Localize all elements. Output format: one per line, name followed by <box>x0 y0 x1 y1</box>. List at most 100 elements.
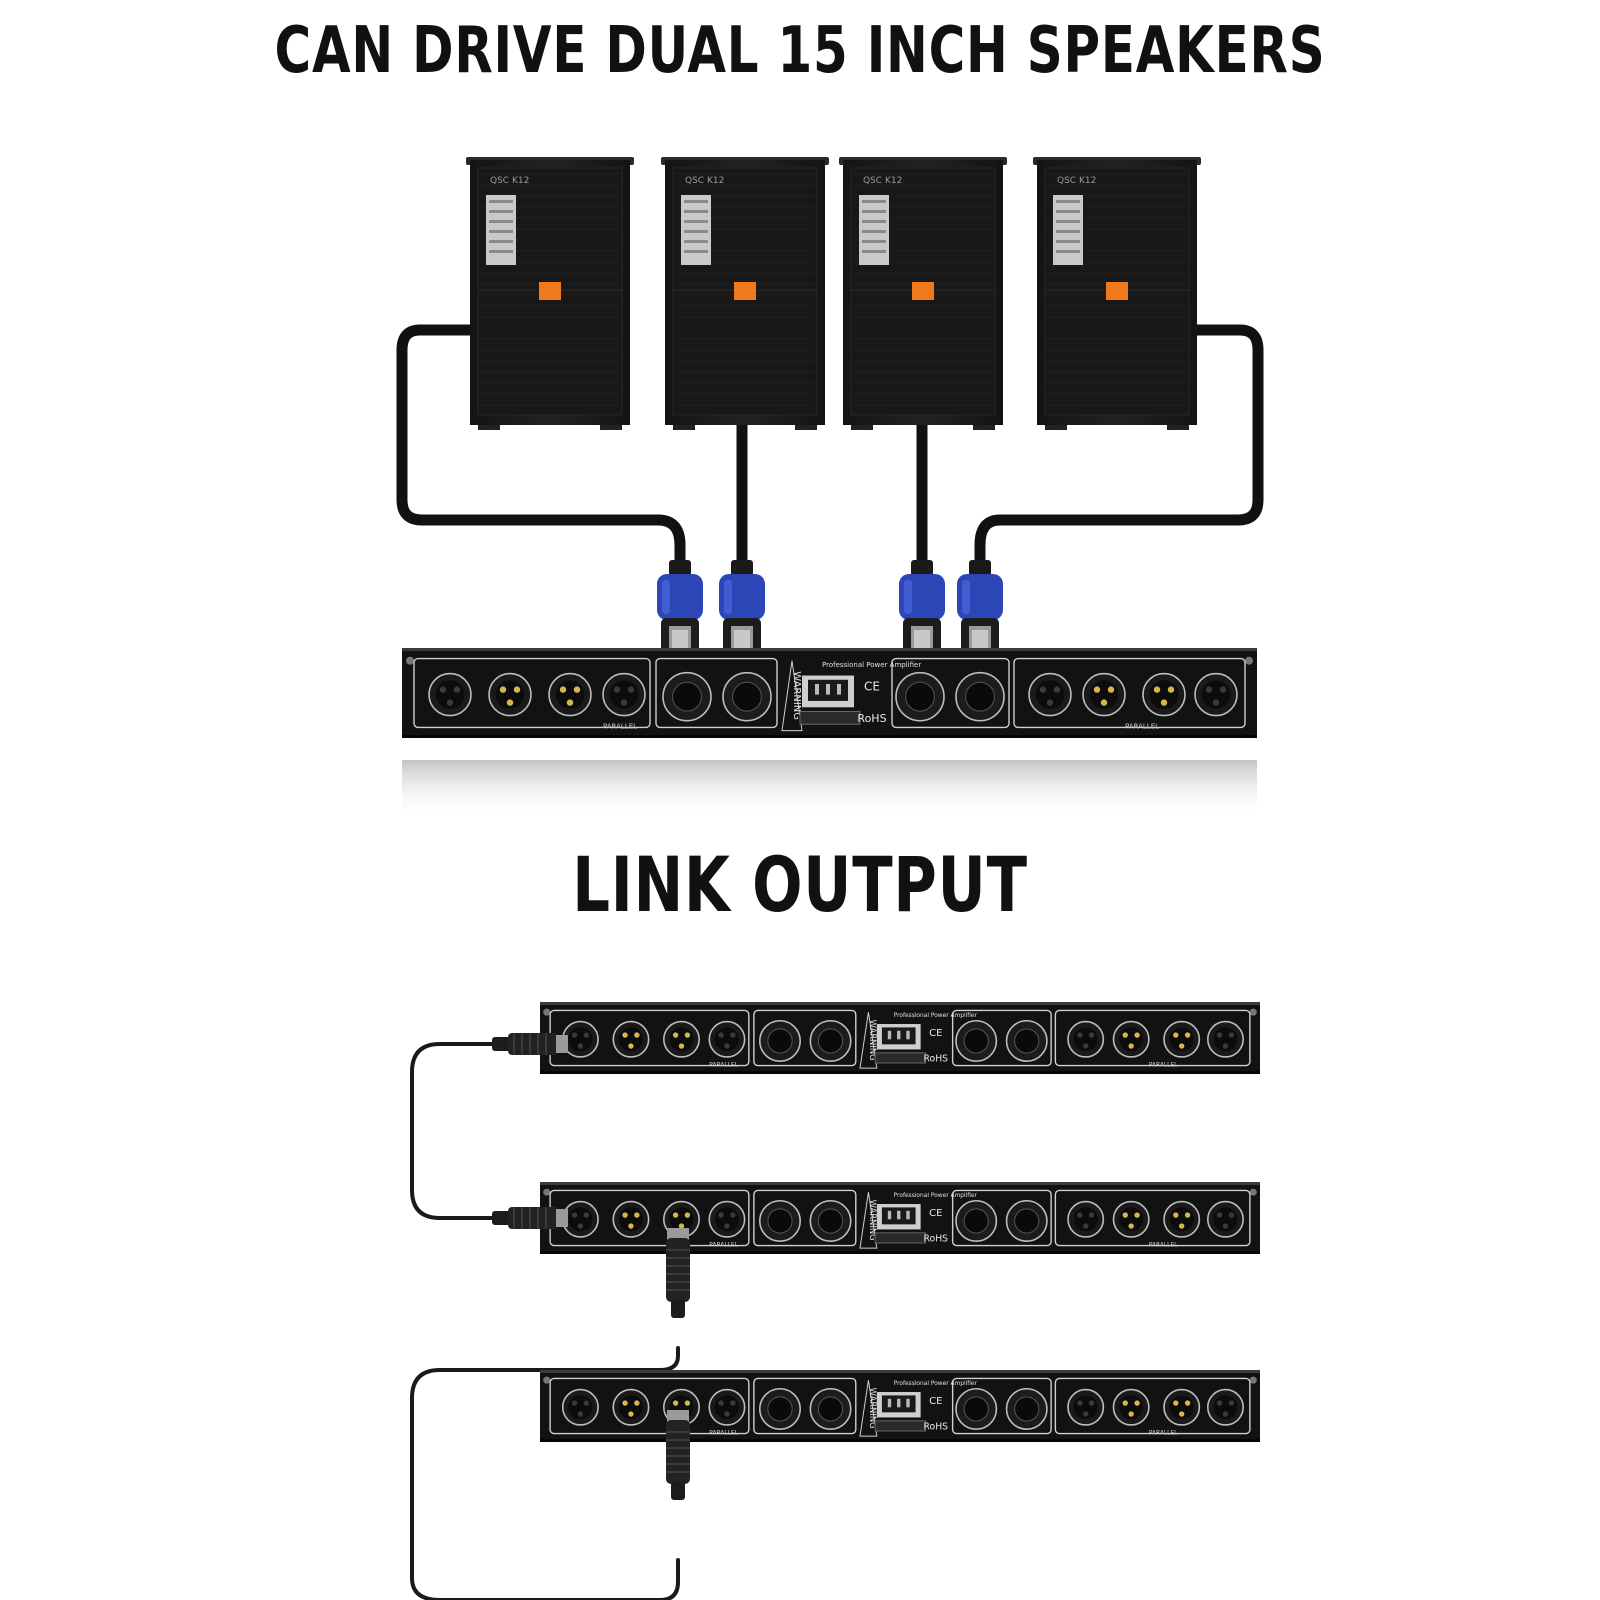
speaker-badge: QSC K12 <box>1057 176 1096 186</box>
amp-bottom-edge <box>540 1251 1260 1254</box>
speakon-panel-right <box>951 1009 1052 1067</box>
xlr-pin <box>1082 1411 1089 1417</box>
xlr-pin <box>1128 1411 1134 1417</box>
xlr-pin <box>1173 1032 1179 1038</box>
warning-label: WARNING <box>791 671 802 720</box>
xlr-pin <box>571 1212 578 1218</box>
xlr-pin <box>1128 1043 1134 1049</box>
xlr-pin <box>678 1043 685 1049</box>
warning-triangle <box>859 1012 878 1069</box>
parallel-mark-left: PARALLEL <box>603 722 637 730</box>
xlr-plugs <box>492 1033 690 1500</box>
iec-pin <box>887 1030 892 1040</box>
spec-label-line <box>1056 200 1080 203</box>
link-plug-in-amp-1 <box>492 1033 568 1055</box>
spec-label-line <box>862 250 886 253</box>
spec-label-line <box>1056 230 1080 233</box>
xlr-pin <box>724 1411 730 1417</box>
xlr-plug-ring <box>556 1209 568 1227</box>
xlr-pin <box>577 1411 584 1417</box>
speakon-panel-right <box>951 1377 1052 1435</box>
xlr-pin <box>684 1032 691 1038</box>
xlr-plug-strain-relief <box>671 1482 685 1500</box>
warning-triangle <box>859 1192 878 1249</box>
speakon-plug-3 <box>899 560 945 684</box>
xlr-pin <box>1216 1400 1223 1406</box>
xlr-pin <box>571 1032 578 1038</box>
parallel-mark-right: PARALLEL <box>1149 1062 1178 1068</box>
xlr-pin <box>672 1400 679 1406</box>
xlr-pin <box>1212 699 1220 706</box>
xlr-pin <box>566 699 574 706</box>
xlr-pin <box>1228 1400 1235 1406</box>
speaker-4: QSC K12 <box>1033 157 1201 430</box>
rack-screw <box>1245 656 1253 665</box>
xlr-pin <box>1222 1043 1229 1049</box>
xlr-plug-ring <box>667 1228 689 1240</box>
parallel-mark-left: PARALLEL <box>709 1430 738 1436</box>
xlr-pin <box>730 1212 736 1218</box>
speakon-panel-left <box>753 1009 857 1067</box>
amp-brand-line: Professional Power Amplifier <box>894 1381 978 1387</box>
speakon-panel-right <box>891 657 1010 729</box>
speakon-jack-inner <box>817 1396 844 1422</box>
speakon-boot <box>911 560 933 576</box>
xlr-plug-body <box>508 1207 558 1229</box>
fuse-holder <box>874 1052 927 1064</box>
xlr-pin <box>1184 1212 1191 1218</box>
iec-pin <box>906 1030 910 1040</box>
xlr-pin <box>730 1400 736 1406</box>
speakon-panel-left <box>753 1189 857 1247</box>
xlr-pin <box>1173 1400 1179 1406</box>
speaker-foot <box>973 425 995 430</box>
speaker-2: QSC K12 <box>661 157 829 430</box>
speakon-grip-highlight <box>962 580 970 614</box>
xlr-plug-body <box>508 1033 558 1055</box>
xlr-pin <box>1153 686 1161 693</box>
speaker-logo <box>912 282 934 300</box>
xlr-pin <box>684 1212 691 1218</box>
spec-label-line <box>684 220 708 223</box>
xlr-pin <box>1134 1400 1140 1406</box>
ce-mark: CE <box>929 1396 942 1407</box>
speakon-jack-inner <box>1014 1396 1040 1422</box>
parallel-mark-left: PARALLEL <box>709 1242 738 1248</box>
xlr-pin <box>1107 686 1115 693</box>
xlr-panel-right <box>1013 657 1246 729</box>
xlr-pin <box>622 1032 628 1038</box>
xlr-pin <box>513 686 521 693</box>
spec-label-line <box>684 200 708 203</box>
speaker-cables <box>396 324 1264 586</box>
xlr-pin <box>1077 1032 1083 1038</box>
xlr-pin <box>724 1043 730 1049</box>
xlr-pin <box>627 686 635 693</box>
speakon-boot <box>969 560 991 576</box>
amp-bottom-edge <box>402 735 1257 738</box>
xlr-pin <box>1082 1043 1089 1049</box>
xlr-panel-right <box>1054 1377 1251 1435</box>
rack-screw <box>1249 1376 1257 1384</box>
spec-label-line <box>489 230 513 233</box>
amp-top-edge <box>540 1370 1260 1373</box>
xlr-pin <box>730 1032 736 1038</box>
xlr-pin <box>571 1400 578 1406</box>
xlr-pin <box>1134 1032 1140 1038</box>
spec-label-line <box>862 230 886 233</box>
rack-screw <box>543 1008 551 1016</box>
speakon-panel-left <box>655 657 778 729</box>
spec-label-line <box>684 210 708 213</box>
speakon-jack-inner <box>1014 1028 1040 1054</box>
xlr-pin <box>577 1223 584 1229</box>
spec-label-line <box>489 210 513 213</box>
speakon-grip-highlight <box>662 580 670 614</box>
xlr-pin <box>672 1212 679 1218</box>
spec-label-line <box>862 200 886 203</box>
xlr-pin <box>573 686 581 693</box>
speaker-logo <box>734 282 756 300</box>
spec-label-line <box>862 240 886 243</box>
iec-pin <box>897 1030 901 1040</box>
xlr-pin <box>1222 1223 1229 1229</box>
rack-screw <box>543 1376 551 1384</box>
rack-screw <box>1249 1188 1257 1196</box>
